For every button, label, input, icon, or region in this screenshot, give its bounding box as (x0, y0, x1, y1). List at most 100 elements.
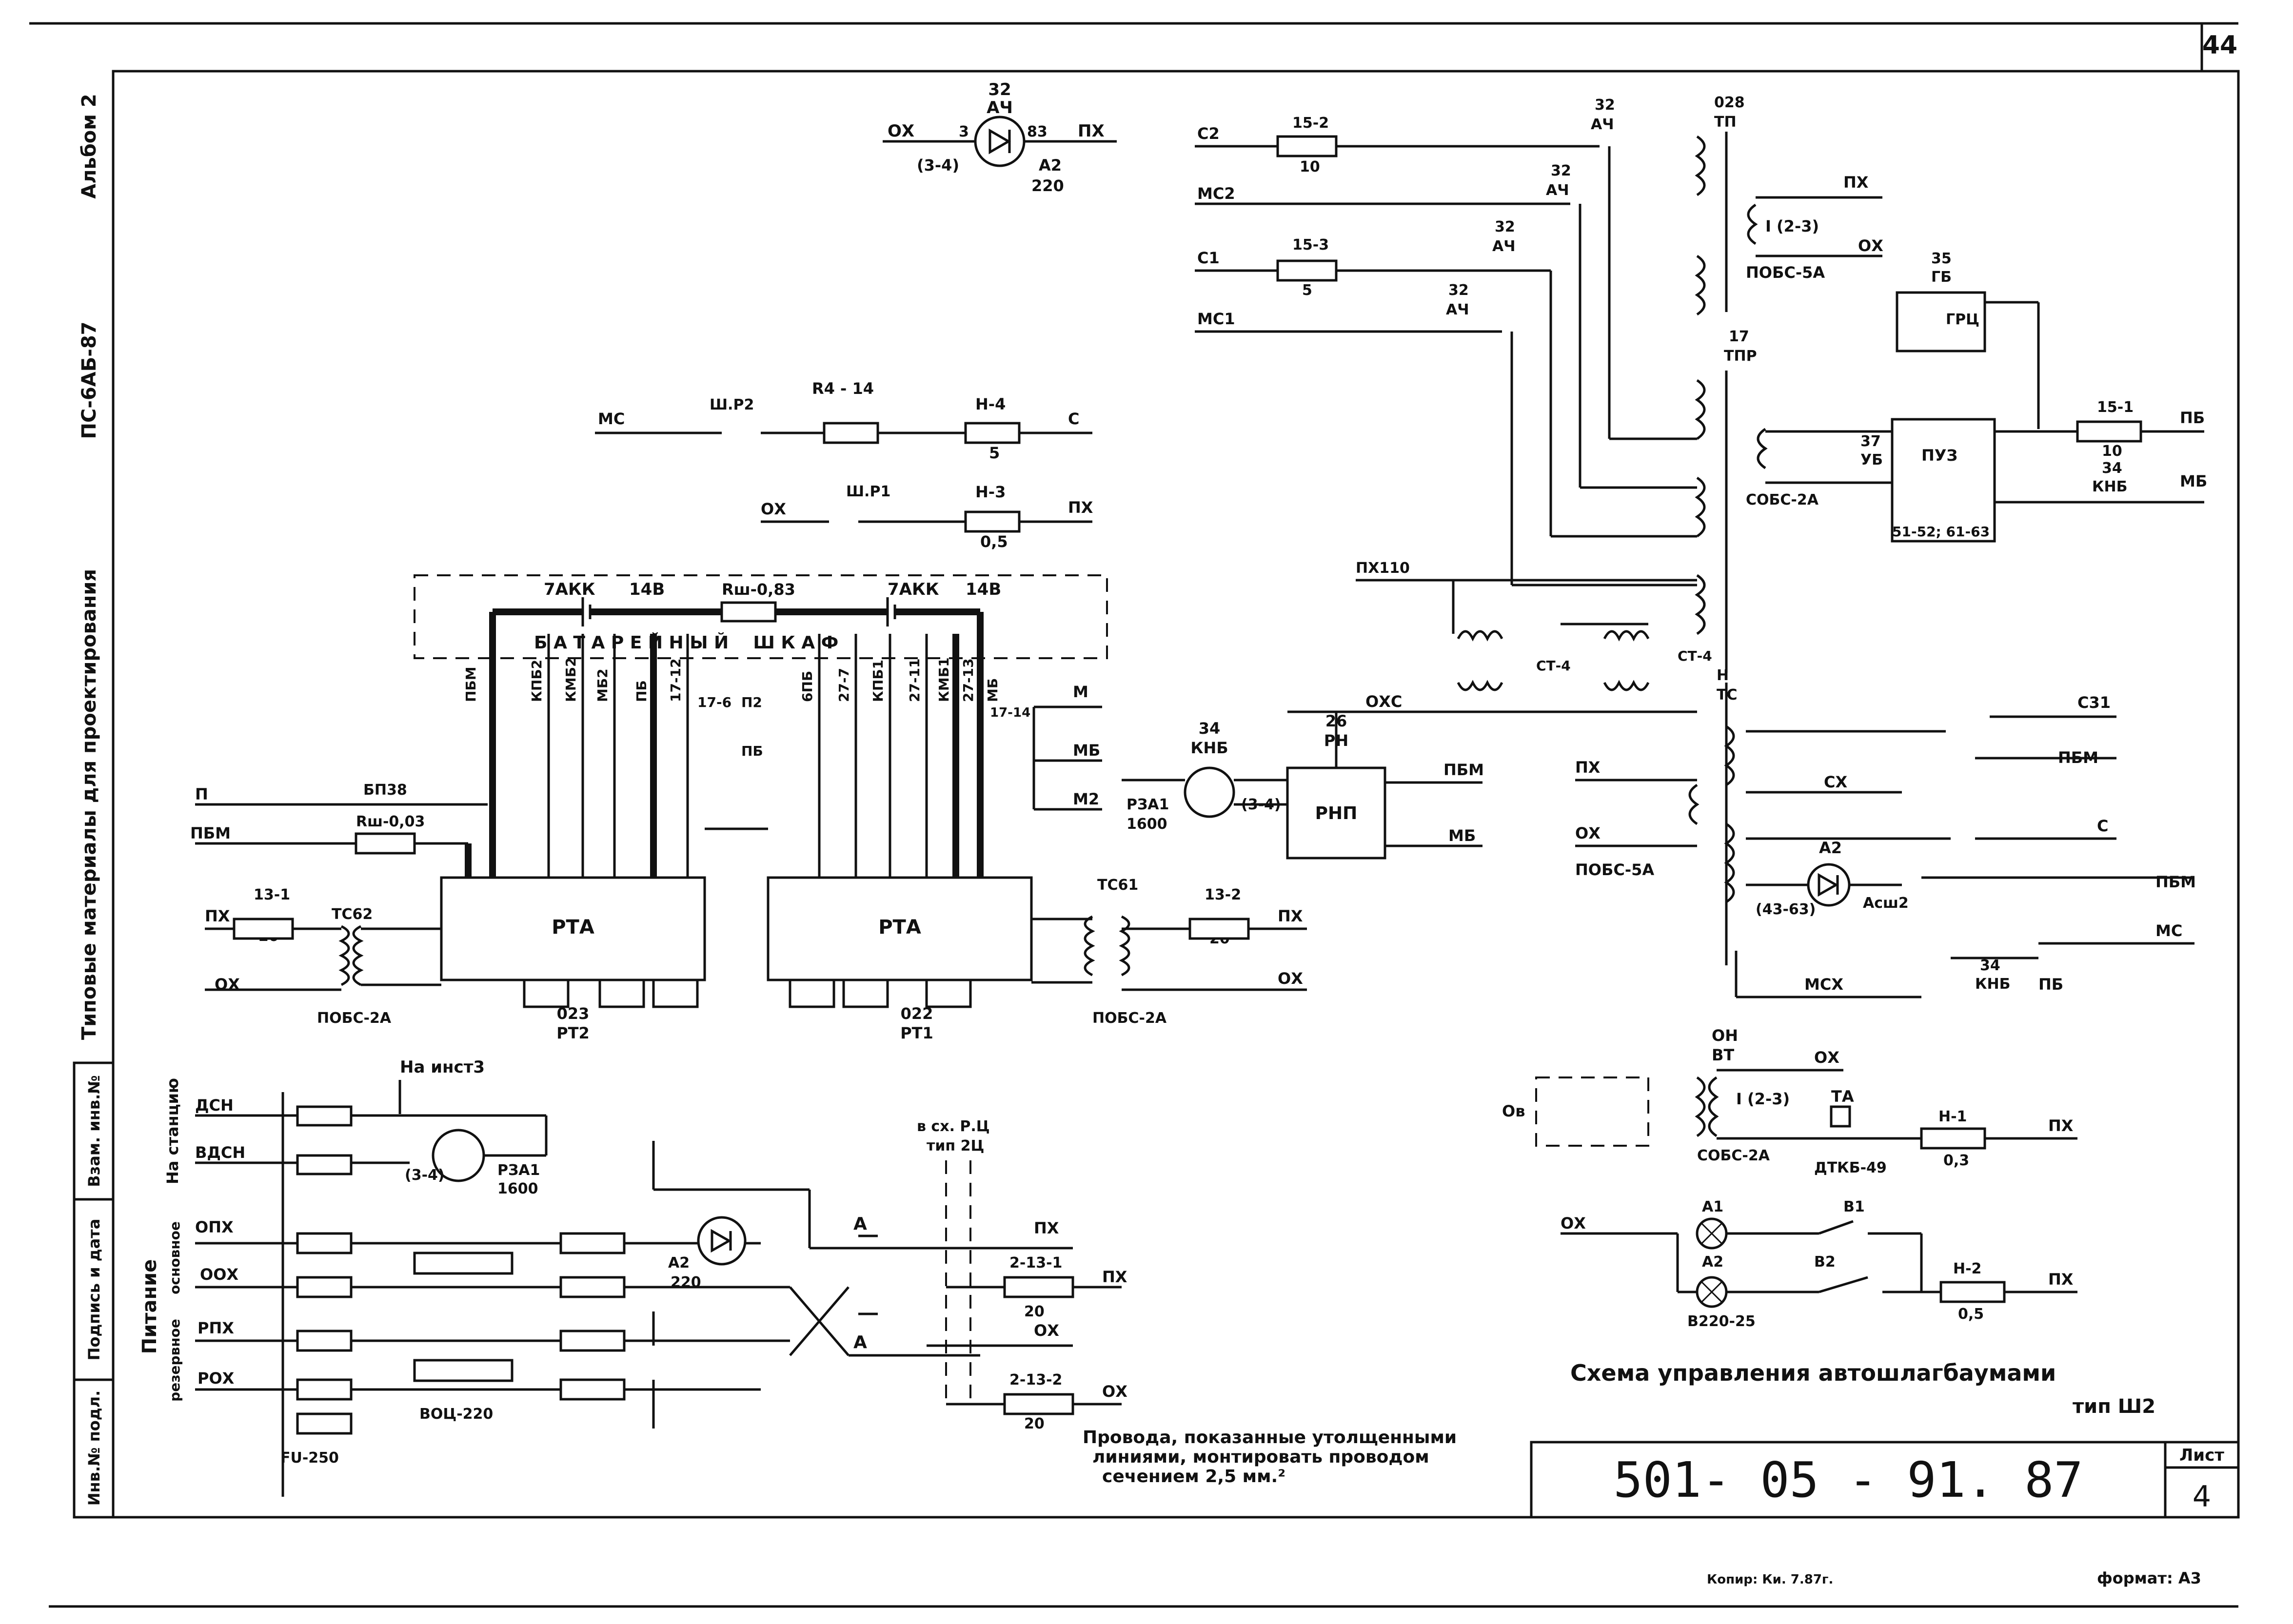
puz-pb: ПБ (2180, 409, 2205, 427)
left-in-px: ПХ (205, 907, 230, 925)
diagram-subtitle: тип Ш2 (2073, 1395, 2155, 1418)
power-diode-a2: А2 (668, 1254, 690, 1272)
cw-7: П2 (741, 694, 762, 710)
relay-c2-fuse: 15-2 (1292, 115, 1329, 132)
lamps-b2: В2 (1814, 1253, 1836, 1271)
rc-px: ПХ (1102, 1268, 1127, 1286)
ot-block: ОН ВТ ОХ Ов I (2-3) СОБС-2А ТА ДТКБ-49 Н… (1502, 1026, 2077, 1176)
akk-left-v: 14В (629, 580, 665, 599)
power-oox: ООХ (200, 1265, 238, 1284)
ct-group: ПХ110 СТ-4 СТ-4 (1356, 560, 1712, 691)
ot-fv: 0,3 (1943, 1152, 1969, 1169)
px110: ПХ110 (1356, 560, 1410, 577)
fuse-ox-val: 0,5 (980, 532, 1008, 551)
akk-right: 7АКК (888, 580, 939, 599)
cw-9: 6ПБ (799, 671, 815, 702)
sobs-name: СОБС-2А (1746, 491, 1819, 509)
relay-c1: С1 (1197, 249, 1220, 267)
format-label: формат: А3 (2097, 1569, 2201, 1587)
rta-right-ref: 022 (901, 1004, 933, 1023)
knb-ref: 34 (1199, 719, 1221, 738)
lamps-a1: А1 (1702, 1198, 1723, 1215)
copied-note: Копир: Ки. 7.87г. (1707, 1572, 1833, 1587)
rc-f1: 2-13-1 (1009, 1254, 1062, 1272)
puz-range: 51-52; 61-63 (1892, 524, 1990, 540)
top-diode-name: АЧ (987, 98, 1013, 117)
power-block: Питание основное резервное ОПХ ООХ РПХ Р… (138, 1092, 1073, 1497)
power-diode-v: 220 (671, 1274, 701, 1291)
page-number: 44 (2202, 31, 2237, 60)
relay-mc1: МС1 (1197, 310, 1235, 328)
tc-cx: СХ (1824, 773, 1847, 791)
gb-ref: 35 (1931, 250, 1952, 267)
tc-name: ТС (1717, 686, 1737, 704)
akk-right-v: 14В (966, 580, 1001, 599)
stamp-inv-podl: Инв.№ подл. (85, 1390, 103, 1506)
tc-mcx: МСХ (1804, 975, 1843, 994)
knb-v: 1600 (1127, 816, 1167, 833)
rn-oxc: ОХС (1365, 692, 1402, 711)
rta-left-ref: 023 (557, 1004, 590, 1023)
power-px: ПХ (1034, 1219, 1059, 1237)
station-vdsn: ВДСН (195, 1143, 245, 1162)
bp-label: БП38 (363, 782, 407, 799)
power-label: Питание (138, 1259, 161, 1354)
diagram-title: Схема управления автошлагбаумами (1570, 1360, 2056, 1386)
tp-px: ПХ (1843, 173, 1869, 192)
fuse-mc-row: МС Ш.Р2 R4 - 14 Н-4 5 С (595, 379, 1092, 462)
relay-c1-name: АЧ (1492, 238, 1515, 255)
puz-block: 35 ГБ ГРЦ ПУЗ 37 УБ 51-52; 61-63 СОБС-2А… (1746, 250, 2207, 543)
station-label: На станцию (163, 1078, 182, 1184)
cw-5: 17-12 (668, 658, 684, 702)
cw-14: 27-13 (960, 658, 976, 702)
cw-2: КМБ2 (563, 657, 579, 702)
title-block (1530, 1441, 2240, 1519)
power-opx: ОПХ (195, 1218, 234, 1236)
top-diode-pin-r: 83 (1027, 123, 1048, 140)
rta-left-tc: ТС62 (332, 906, 373, 923)
power-a-top: А (853, 1214, 867, 1234)
rc-f2v: 20 (1024, 1415, 1045, 1432)
ub-ref: 37 (1860, 433, 1881, 450)
akk-left: 7АКК (544, 580, 595, 599)
puz-mb: МБ (2180, 472, 2207, 490)
cw-3: МБ2 (594, 668, 611, 702)
rta-left-name: РТА (552, 916, 594, 939)
tpr-ref: 17 (1729, 328, 1749, 345)
tp-name: ТП (1714, 114, 1737, 131)
tc-c31: С31 (2077, 693, 2111, 712)
lamps-fuse: Н-2 (1953, 1260, 1981, 1277)
relay-c1-ref: 32 (1495, 218, 1515, 235)
rta-right-trans: ПОБС-2А (1092, 1010, 1167, 1027)
ot-ox: ОХ (1814, 1048, 1839, 1067)
cabinet-wire-labels: ПБМ КПБ2 КМБ2 МБ2 ПБ 17-12 17-6 П2 ПБ 6П… (463, 657, 1102, 811)
tc-mc: МС (2155, 921, 2182, 940)
rta-left-type: РТ2 (556, 1024, 590, 1042)
relays-top: С2 15-2 10 32 АЧ МС2 32 АЧ С1 15-3 5 32 … (1195, 94, 1883, 673)
cw-4: ПБ (633, 680, 650, 702)
rc-ox: ОХ (1102, 1382, 1127, 1401)
tc-block: Н ТС ПХ ОХ ПОБС-5А СХ С31 ПБМ С А2 (43-6… (1575, 667, 2196, 998)
cw-13: КМБ1 (936, 657, 952, 702)
top-diode-note: (3-4) (917, 156, 959, 175)
knb-rza: РЗА1 (1127, 796, 1169, 813)
sheet-number: 4 (2193, 1480, 2211, 1514)
tpr-name: ТПР (1724, 348, 1757, 365)
ub-name: УБ (1860, 451, 1883, 469)
power-ox: ОХ (1034, 1321, 1059, 1340)
station-v: 1600 (497, 1180, 538, 1197)
fuse-mc-res: R4 - 14 (812, 379, 874, 398)
relay-mc1-ref: 32 (1448, 282, 1469, 299)
power-rox: РОХ (198, 1369, 235, 1388)
fuse-mc-fuse: Н-4 (975, 395, 1006, 413)
album-label: Альбом 2 (78, 94, 100, 198)
top-diode-left: ОХ (888, 121, 914, 141)
tc-pbm2: ПБМ (2155, 873, 2196, 891)
rta-right-out1: ПХ (1278, 907, 1303, 925)
tc-h: Н (1717, 667, 1729, 684)
power-a-bot: А (853, 1332, 867, 1352)
lamps-a2: А2 (1702, 1253, 1723, 1271)
rta-right-name: РТА (878, 916, 921, 939)
relay-c2: С2 (1197, 124, 1220, 143)
cw-15: МБ (985, 678, 1001, 702)
